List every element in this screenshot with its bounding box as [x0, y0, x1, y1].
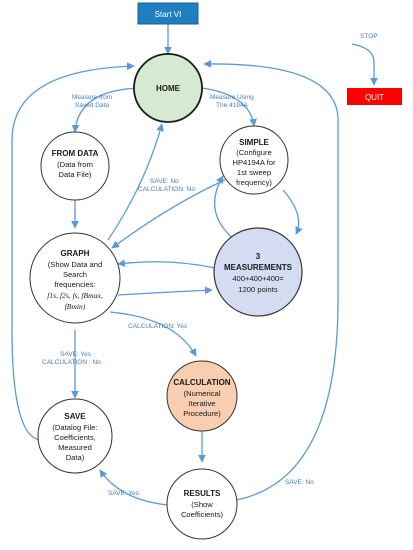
edge-graph-to-calculation: [109, 311, 197, 357]
simple-title: SIMPLE: [239, 138, 269, 147]
graph-line3: frequencies:: [54, 280, 95, 289]
label-calc-no-2: CALCULATION : No: [42, 359, 101, 366]
save-line3: Measured: [58, 443, 92, 452]
label-save-yes: SAVE: Yes: [108, 490, 140, 497]
from-data-line1: (Data from: [57, 160, 93, 169]
start-vi-label: Start VI: [155, 10, 182, 19]
measurements-title2: MEASUREMENTS: [224, 263, 293, 272]
label-measure-using-1: Measure Using: [210, 94, 254, 101]
label-calc-no: CALCULATION: No: [138, 186, 195, 193]
calculation-line1: (Numerical: [184, 389, 221, 398]
node-graph[interactable]: GRAPH (Show Data and Search frequencies:…: [29, 232, 121, 324]
node-calculation[interactable]: CALCULATION (Numerical Iterative Procedu…: [166, 360, 238, 432]
label-measure-using-2: The 4194A: [216, 102, 248, 109]
from-data-title: FROM DATA: [52, 149, 99, 158]
simple-line2: HP4194A for: [232, 158, 276, 167]
simple-line3: 1st sweep: [237, 168, 271, 177]
results-line1: (Show: [191, 500, 213, 509]
start-vi-button[interactable]: Start VI: [137, 2, 199, 25]
graph-title: GRAPH: [61, 249, 90, 258]
edge-results-to-home: [203, 59, 339, 501]
save-line2: Coefficients,: [54, 433, 96, 442]
edge-graph-to-home: [107, 123, 164, 241]
label-measure-saved-1: Measure from: [72, 94, 112, 101]
node-from-data[interactable]: FROM DATA (Data from Data File): [40, 131, 110, 201]
simple-line4: frequency): [236, 178, 272, 187]
label-calc-yes: CALCULATION: Yes: [128, 323, 188, 330]
node-measurements[interactable]: 3 MEASUREMENTS 400+400+400= 1200 points: [213, 227, 303, 317]
measurements-line1: 400+400+400=: [232, 274, 284, 283]
graph-line2: Search: [63, 270, 87, 279]
label-stop: STOP: [360, 33, 378, 40]
edge-labels: Measure from Saved Data Measure Using Th…: [42, 33, 378, 497]
quit-button[interactable]: QUIT: [347, 88, 402, 105]
edge-stop-to-quit: [351, 43, 378, 86]
node-simple[interactable]: SIMPLE (Configure HP4194A for 1st sweep …: [219, 125, 289, 195]
measurements-line2: 1200 points: [238, 285, 277, 294]
save-title: SAVE: [64, 412, 86, 421]
graph-line1: (Show Data and: [48, 260, 102, 269]
label-save-no: SAVE: No: [150, 178, 179, 185]
graph-line5: fBmin): [65, 302, 86, 311]
edge-graph-to-measurements: [117, 286, 213, 296]
label-save-yes-1: SAVE: Yes: [60, 351, 92, 358]
label-measure-saved-2: Saved Data: [75, 102, 109, 109]
from-data-line2: Data File): [59, 170, 92, 179]
edge-results-to-save: [99, 469, 169, 506]
graph-line4: f1s, f2s, fs, fBmax,: [47, 291, 103, 300]
results-title: RESULTS: [184, 489, 221, 498]
save-line4: Data): [66, 453, 85, 462]
edge-home-to-from-data: [71, 87, 141, 133]
edge-save-to-home: [11, 62, 135, 441]
simple-line1: (Configure: [236, 148, 271, 157]
node-home[interactable]: HOME: [133, 53, 203, 123]
quit-label: QUIT: [365, 93, 384, 102]
node-results[interactable]: RESULTS (Show Coefficients): [166, 468, 238, 540]
calculation-line3: Procedure): [183, 409, 221, 418]
calculation-title: CALCULATION: [173, 378, 230, 387]
edges: [11, 24, 378, 506]
calculation-line2: Iterative: [188, 399, 215, 408]
edge-simple-to-graph: [111, 179, 226, 249]
results-line2: Coefficients): [181, 510, 224, 519]
label-results-save-no: SAVE: No: [285, 479, 314, 486]
measurements-title1: 3: [256, 252, 261, 261]
edge-simple-to-measurements: [282, 189, 303, 235]
edge-home-to-simple: [201, 87, 257, 127]
save-line1: (Datalog File:: [52, 423, 97, 432]
home-title: HOME: [156, 84, 181, 93]
edge-measurements-to-graph: [117, 259, 216, 269]
node-save[interactable]: SAVE (Datalog File: Coefficients, Measur…: [37, 398, 113, 474]
